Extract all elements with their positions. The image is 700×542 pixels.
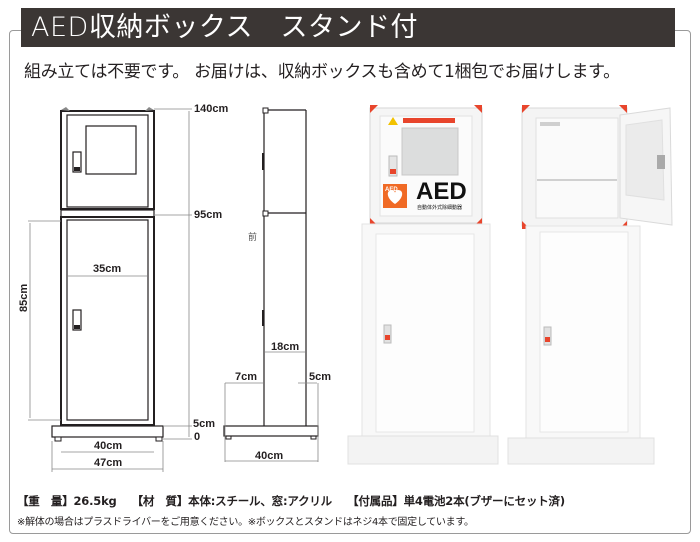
dim-height-box-bottom: 95cm xyxy=(194,209,223,221)
dim-depth: 18cm xyxy=(271,341,300,353)
aed-caption: 自動体外式除細動器 xyxy=(417,205,463,211)
front-marker: 前 xyxy=(248,233,258,243)
dim-zero: 0 xyxy=(194,431,201,443)
dim-base-inner-width: 40cm xyxy=(94,440,123,452)
dim-front-offset: 7cm xyxy=(235,371,258,383)
front-view-diagram xyxy=(51,107,164,442)
photo-open-cabinet xyxy=(500,100,680,480)
spec-line: 【重 量】26.5kg 【材 質】本体:スチール、窓:アクリル 【付属品】単4電… xyxy=(17,494,565,508)
page-title: AED収納ボックス スタンド付 xyxy=(21,8,675,47)
dim-base-height: 5cm xyxy=(193,418,216,430)
aed-large-label: AED xyxy=(416,178,467,205)
note-line: ※解体の場合はプラスドライバーをご用意ください。※ボックスとスタンドはネジ4本で… xyxy=(17,517,474,528)
front-view-dimension-lines xyxy=(28,108,192,472)
side-view-dimension-lines xyxy=(224,351,319,462)
open-cabinet-illustration xyxy=(507,105,673,465)
aed-badge-label: AED xyxy=(385,187,398,193)
dim-base-depth: 40cm xyxy=(255,450,284,462)
dim-height-total: 140cm xyxy=(194,103,229,115)
dim-stand-height: 85cm xyxy=(18,283,30,312)
dim-rear-offset: 5cm xyxy=(309,371,332,383)
subtitle-text: 組み立ては不要です。 お届けは、収納ボックスも含めて1梱包でお届けします。 xyxy=(24,62,620,82)
closed-cabinet-illustration xyxy=(347,105,499,465)
side-view-diagram xyxy=(223,107,319,440)
photo-closed-cabinet: AED AED 自動体外式除細動器 xyxy=(340,100,500,480)
dim-inner-width: 35cm xyxy=(93,263,122,275)
dim-base-outer-width: 47cm xyxy=(94,457,123,469)
